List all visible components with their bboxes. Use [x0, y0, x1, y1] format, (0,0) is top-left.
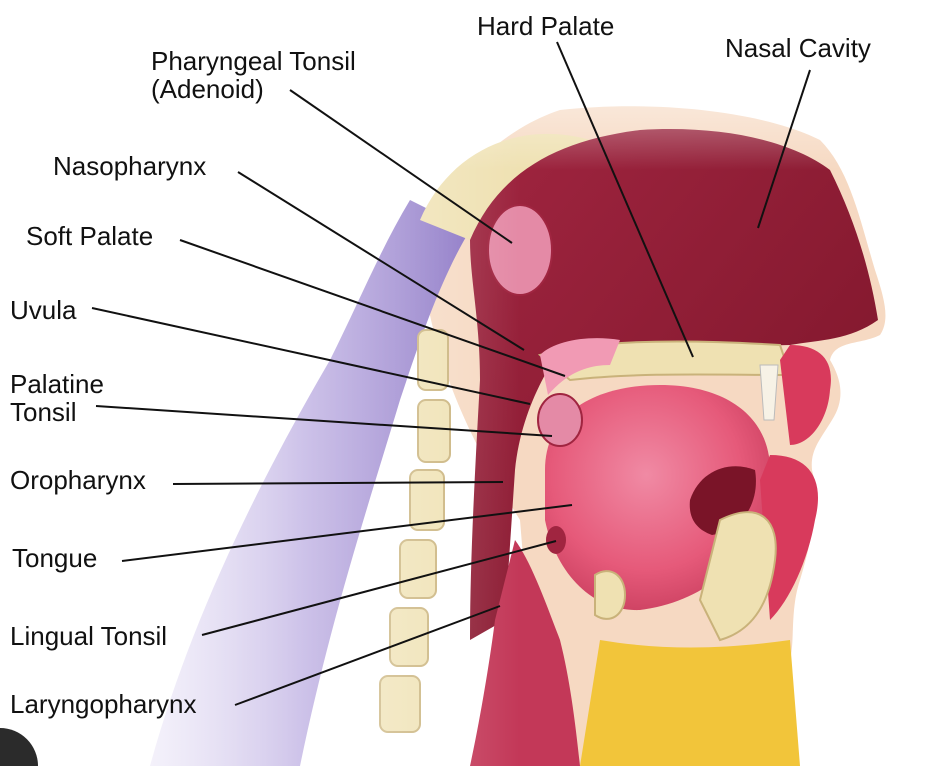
leader-hard-palate: [556, 41, 694, 358]
leader-tongue: [121, 504, 573, 562]
soft-palate-tissue: [540, 338, 620, 395]
hyoid-bone: [594, 570, 627, 620]
label-uvula: Uvula: [10, 295, 77, 325]
label-nasal-cavity: Nasal Cavity: [725, 33, 871, 63]
label-lingual-tonsil: Lingual Tonsil: [10, 621, 168, 651]
leader-uvula: [91, 307, 531, 405]
leader-lingual-tonsil: [201, 540, 557, 636]
label-hard-palate: Hard Palate: [477, 11, 615, 41]
label-tongue: Tongue: [12, 543, 98, 573]
leader-palatine-tonsil: [95, 405, 553, 437]
leader-nasal-cavity: [757, 69, 811, 229]
label-palatine-tonsil: Palatine Tonsil: [10, 369, 104, 427]
nasal-cavity-region: [470, 129, 878, 641]
leader-soft-palate: [179, 239, 566, 377]
mandible-bone: [698, 511, 777, 642]
upper-lip: [780, 345, 831, 445]
label-soft-palate: Soft Palate: [26, 221, 154, 251]
lower-lip: [760, 455, 818, 620]
label-pharyngeal-tonsil: Pharyngeal Tonsil (Adenoid): [151, 46, 356, 104]
palatine-tonsil-tissue: [537, 393, 583, 447]
leader-laryngopharynx: [234, 605, 501, 706]
upper-teeth: [759, 364, 779, 421]
label-oropharynx: Oropharynx: [10, 465, 146, 495]
leader-lines: [91, 41, 811, 706]
corner-badge: [0, 728, 38, 766]
label-nasopharynx: Nasopharynx: [53, 151, 207, 181]
leader-pharyngeal-tonsil: [289, 89, 513, 244]
neck-tissue: [580, 640, 800, 766]
label-laryngopharynx: Laryngopharynx: [10, 689, 197, 719]
lingual-tonsil-tissue: [546, 526, 566, 554]
leader-nasopharynx: [237, 171, 525, 351]
leader-oropharynx: [172, 481, 504, 485]
